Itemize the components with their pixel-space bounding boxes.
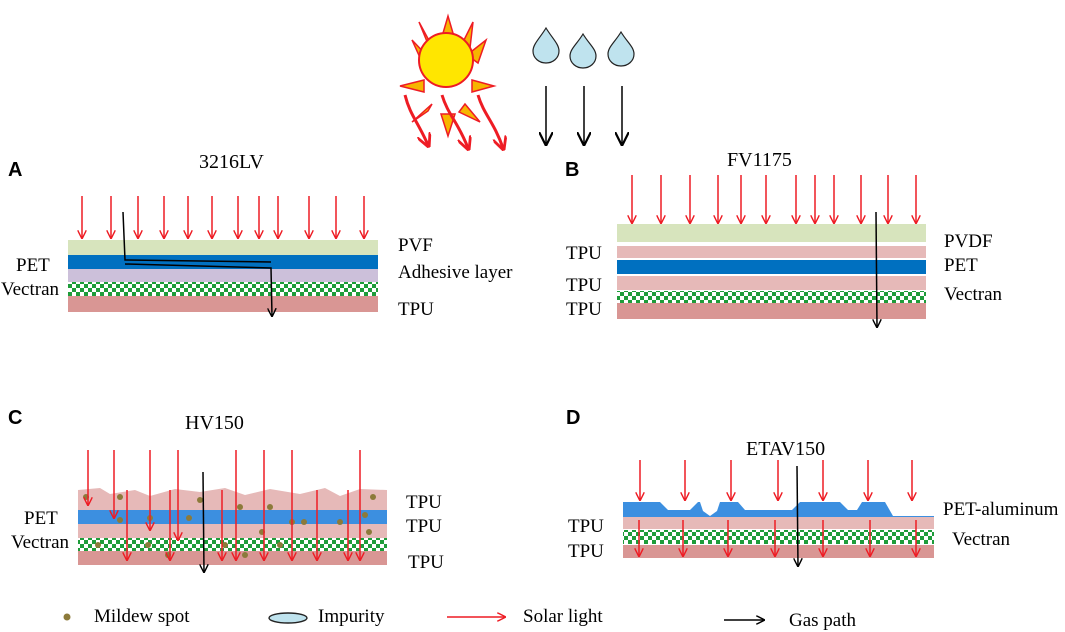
panel-c-label-tpu-2: TPU	[406, 516, 442, 537]
panel-b-solar-arrows	[632, 175, 916, 223]
panel-a-label-pet: PET	[16, 255, 50, 276]
panel-c-label-tpu-1: TPU	[406, 492, 442, 513]
legend	[63, 612, 765, 624]
panel-d-letter: D	[566, 407, 581, 429]
mildew-spot	[301, 519, 307, 525]
panel-b-title: FV1175	[727, 149, 792, 171]
panel-d-solar-arrows	[639, 460, 916, 556]
mildew-spot	[197, 497, 203, 503]
mildew-spot	[242, 552, 248, 558]
legend-impurity-label: Impurity	[318, 606, 385, 627]
panel-b-layers	[617, 224, 926, 319]
mildew-spot	[117, 494, 123, 500]
legend-mildew-label: Mildew spot	[94, 606, 190, 627]
mildew-spot	[362, 512, 368, 518]
panel-a-label-vectran: Vectran	[1, 279, 60, 300]
panel-b-label-tpu-1: TPU	[566, 243, 602, 264]
panel-d-title: ETAV150	[746, 438, 826, 460]
mildew-spot	[117, 517, 123, 523]
panel-a-label-adhesive: Adhesive layer	[398, 262, 513, 283]
mildew-spot	[95, 542, 101, 548]
panel-d-label-vectran: Vectran	[952, 529, 1011, 550]
panel-b-letter: B	[565, 159, 580, 181]
panel-b-label-pet: PET	[944, 255, 978, 276]
sun-rays-arrows	[403, 94, 503, 148]
mildew-spot	[186, 515, 192, 521]
mildew-spot	[337, 519, 343, 525]
panel-a-title: 3216LV	[199, 151, 264, 173]
panel-c-label-pet: PET	[24, 508, 58, 529]
water-arrows	[546, 86, 622, 143]
panel-c-gas-path	[203, 471, 204, 572]
sun-icon	[399, 13, 497, 139]
panel-d-label-tpu-1: TPU	[568, 516, 604, 537]
panel-b-label-tpu-3: TPU	[566, 299, 602, 320]
mildew-spot	[277, 542, 283, 548]
panel-c-mildew-spots	[83, 494, 376, 558]
mildew-spot	[267, 504, 273, 510]
panel-b-gas-path	[876, 211, 877, 327]
mildew-spot	[145, 542, 151, 548]
mildew-spot	[370, 494, 376, 500]
panel-c-label-vectran: Vectran	[11, 532, 70, 553]
panel-a-solar-arrows	[82, 196, 364, 238]
panel-a-label-tpu: TPU	[398, 299, 434, 320]
panel-a-layers	[68, 240, 378, 312]
panel-d-label-tpu-2: TPU	[568, 541, 604, 562]
panel-c-label-tpu-3: TPU	[408, 552, 444, 573]
panel-c-letter: C	[8, 407, 23, 429]
panel-b-label-vectran: Vectran	[944, 284, 1003, 305]
panel-c-title: HV150	[185, 412, 244, 434]
panel-a-gas-path	[122, 211, 272, 316]
mildew-spot	[366, 529, 372, 535]
water-drops-icon	[532, 26, 635, 69]
panel-a-label-pvf: PVF	[398, 235, 433, 256]
impurity-icon	[268, 612, 308, 624]
mildew-spot-icon	[63, 613, 71, 621]
legend-solar-label: Solar light	[523, 606, 603, 627]
panel-d-label-pet-aluminum: PET-aluminum	[943, 499, 1059, 520]
panel-d-gas-path	[797, 465, 798, 566]
panel-c-solar-arrows	[88, 450, 360, 560]
panel-b-label-pvdf: PVDF	[944, 231, 993, 252]
panel-d-layers	[623, 502, 934, 558]
mildew-spot	[237, 504, 243, 510]
panel-c-layers	[78, 488, 387, 565]
panel-b-label-tpu-2: TPU	[566, 275, 602, 296]
legend-gas-label: Gas path	[789, 610, 857, 631]
mildew-spot	[222, 542, 228, 548]
panel-a-letter: A	[8, 159, 23, 181]
